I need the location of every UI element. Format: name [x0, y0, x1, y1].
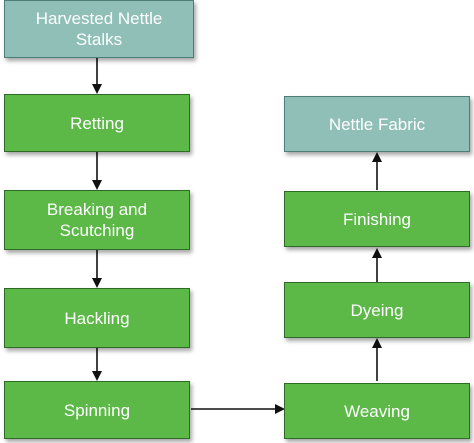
node-label: Spinning: [63, 400, 131, 420]
node-dyeing: Dyeing: [284, 282, 470, 338]
node-label: Dyeing: [350, 300, 404, 320]
node-label: Hackling: [64, 308, 130, 328]
node-spinning: Spinning: [4, 381, 190, 439]
node-label: Breaking and Scutching: [46, 200, 148, 240]
node-label: Nettle Fabric: [328, 114, 426, 134]
node-retting: Retting: [4, 94, 190, 152]
node-label: Harvested Nettle Stalks: [35, 9, 163, 49]
node-harvested-nettle-stalks: Harvested Nettle Stalks: [4, 0, 194, 58]
node-breaking-and-scutching: Breaking and Scutching: [4, 190, 190, 250]
node-label: Finishing: [342, 209, 412, 229]
node-finishing: Finishing: [284, 191, 470, 247]
node-hackling: Hackling: [4, 288, 190, 348]
node-nettle-fabric: Nettle Fabric: [284, 96, 470, 152]
node-label: Retting: [70, 113, 124, 133]
node-weaving: Weaving: [284, 383, 470, 439]
node-label: Weaving: [344, 401, 410, 421]
